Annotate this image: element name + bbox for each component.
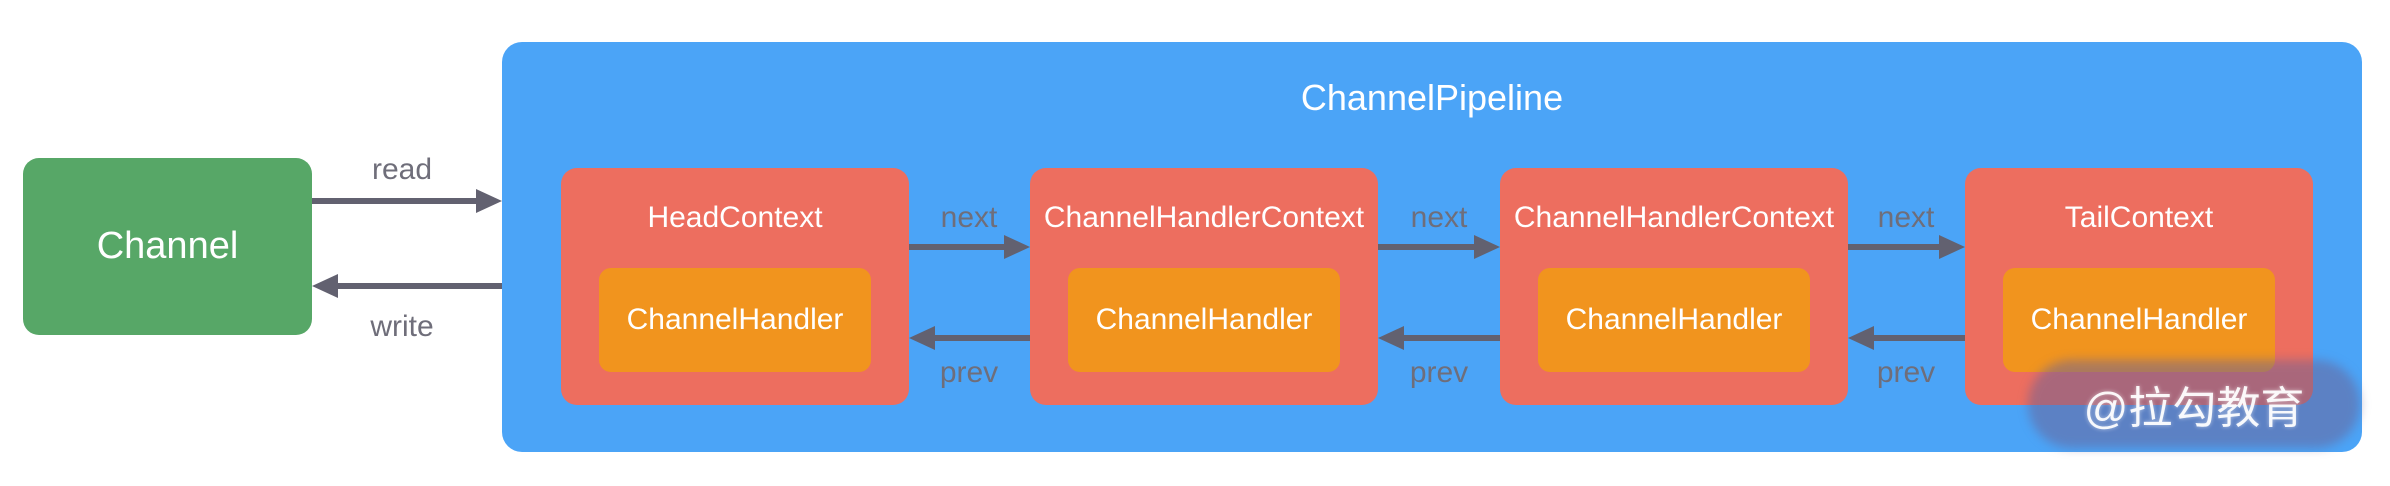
prev-arrow-line [1402, 335, 1500, 341]
tail-context-box: TailContext ChannelHandler [1965, 168, 2313, 405]
context-title: HeadContext [647, 201, 823, 234]
pipeline-title: ChannelPipeline [1300, 77, 1564, 118]
context-title: TailContext [2064, 201, 2214, 234]
prev-label: prev [1876, 356, 1936, 389]
channel-handler-context-box: ChannelHandlerContext ChannelHandler [1500, 168, 1848, 405]
watermark-text: @拉勾教育 [2083, 384, 2305, 433]
channel-box: Channel [23, 158, 312, 335]
channel-handler-box: ChannelHandler [1538, 268, 1810, 372]
prev-arrow-line [1872, 335, 1965, 341]
read-arrow-head-icon [476, 189, 502, 213]
next-arrow-line [1848, 244, 1941, 250]
prev-arrow-head-icon [1848, 326, 1874, 350]
watermark-pill-background [2028, 360, 2360, 448]
write-arrow-line [336, 283, 502, 289]
read-label: read [371, 153, 433, 186]
channel-label: Channel [96, 225, 239, 267]
next-label: next [1410, 201, 1468, 234]
watermark-badge: @拉勾教育 [2028, 360, 2360, 448]
next-arrow-line [1378, 244, 1476, 250]
prev-arrow-head-icon [1378, 326, 1404, 350]
write-arrow-head-icon [312, 274, 338, 298]
prev-label: prev [1409, 356, 1469, 389]
channel-handler-context-box: ChannelHandlerContext ChannelHandler [1030, 168, 1378, 405]
next-label: next [940, 201, 998, 234]
prev-arrow-head-icon [909, 326, 935, 350]
next-arrow-head-icon [1474, 235, 1500, 259]
channel-handler-box: ChannelHandler [2003, 268, 2275, 372]
write-label: write [370, 310, 434, 343]
prev-label: prev [939, 356, 999, 389]
channel-handler-box: ChannelHandler [1068, 268, 1340, 372]
context-title: ChannelHandlerContext [1043, 201, 1365, 234]
channel-handler-box: ChannelHandler [599, 268, 871, 372]
next-label: next [1877, 201, 1935, 234]
read-arrow-line [312, 198, 478, 204]
context-title: ChannelHandlerContext [1513, 201, 1835, 234]
prev-arrow-line [933, 335, 1030, 341]
next-arrow-head-icon [1004, 235, 1030, 259]
next-arrow-line [909, 244, 1006, 250]
head-context-box: HeadContext ChannelHandler [561, 168, 909, 405]
next-arrow-head-icon [1939, 235, 1965, 259]
